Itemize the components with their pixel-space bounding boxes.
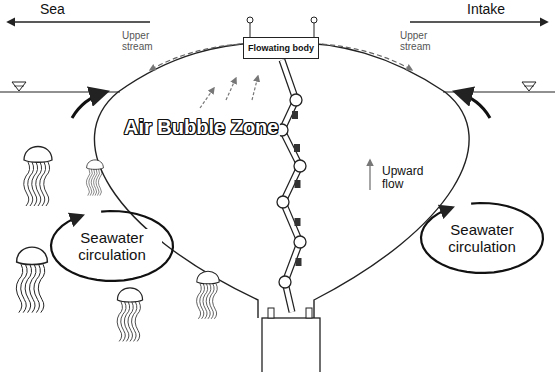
- jellyfish: [16, 147, 219, 342]
- float-post: [247, 17, 253, 23]
- zone-label: Air Bubble Zone: [122, 116, 280, 138]
- direction-label: Intake: [465, 2, 507, 17]
- articulated-air-pipe: [276, 60, 306, 312]
- water-level-mark: [522, 82, 536, 91]
- flow-label: Upper stream: [398, 30, 448, 52]
- base-pin: [268, 308, 274, 318]
- floating-body-box: Flowating body: [243, 37, 319, 59]
- circulation-loop: Seawater circulation: [48, 208, 176, 284]
- bubble-arrow: [200, 88, 214, 108]
- upward-flow-arrow: [369, 160, 370, 190]
- sea-arrow: [8, 21, 150, 22]
- base-pin: [306, 308, 312, 318]
- water-level-mark: [12, 82, 26, 91]
- air-supply-base: [262, 318, 320, 372]
- flow-label: Upward flow: [380, 165, 444, 191]
- flow-arrow: [456, 92, 490, 118]
- bubble-arrow: [226, 78, 236, 100]
- bubble-zone-outline: [314, 92, 469, 318]
- intake-arrow: [410, 21, 547, 22]
- direction-label: Sea: [38, 2, 67, 17]
- float-label: Flowating body: [248, 43, 314, 53]
- bubble-arrow: [252, 76, 258, 100]
- flow-arrow: [72, 92, 106, 118]
- circulation-loop: Seawater circulation: [418, 200, 546, 276]
- circulation-label: Seawater circulation: [432, 221, 532, 256]
- circulation-label: Seawater circulation: [62, 229, 162, 264]
- flow-label: Upper stream: [120, 30, 170, 52]
- float-post: [311, 17, 317, 23]
